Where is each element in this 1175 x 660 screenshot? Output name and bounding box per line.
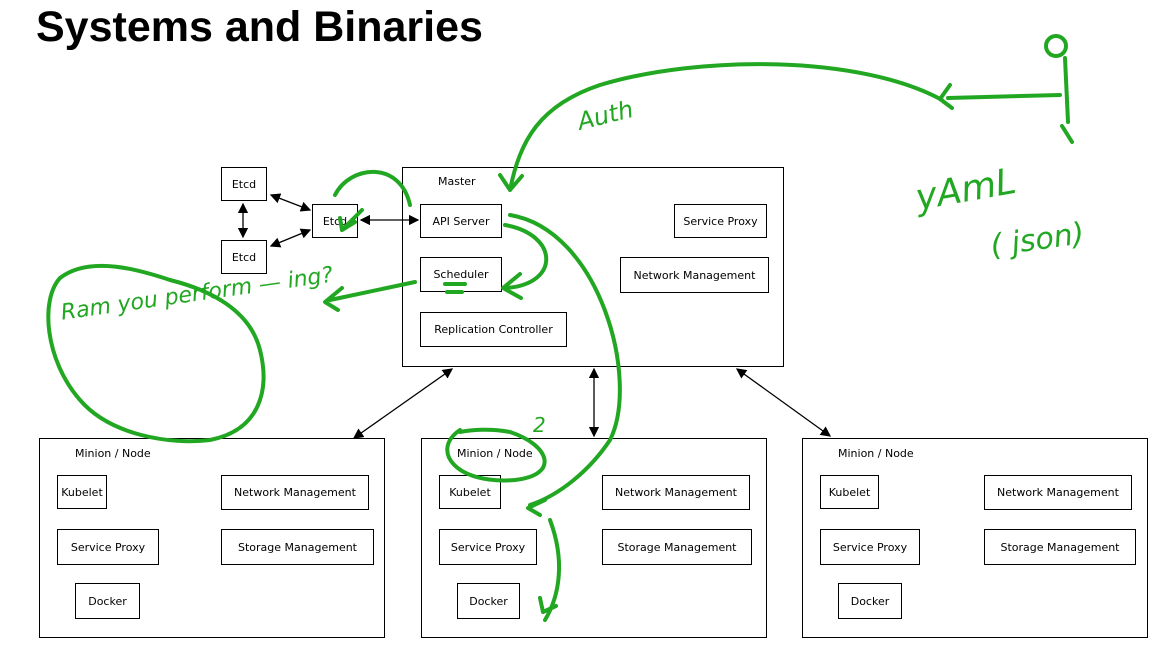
node-network-management-box[interactable]: Network Management [984, 475, 1132, 510]
node-network-management-box[interactable]: Network Management [602, 475, 750, 510]
replication-controller-box[interactable]: Replication Controller [420, 312, 567, 347]
yaml-note: yAmL [911, 161, 1019, 219]
service-proxy-label: Service Proxy [450, 540, 526, 554]
etcd-label: Etcd [231, 177, 257, 191]
kubelet-box[interactable]: Kubelet [57, 475, 107, 509]
scheduler-box[interactable]: Scheduler [420, 257, 502, 292]
node-label: Minion / Node [75, 447, 151, 460]
etcd-link [269, 228, 312, 248]
service-proxy-label: Service Proxy [832, 540, 908, 554]
storage-management-label: Storage Management [238, 540, 357, 554]
yaml-arrow [938, 83, 1062, 110]
network-management-label: Network Management [234, 486, 356, 499]
etcd-link [269, 193, 312, 212]
node-service-proxy-box[interactable]: Service Proxy [820, 529, 920, 565]
etcd-box-2[interactable]: Etcd [221, 240, 267, 274]
master-service-proxy-box[interactable]: Service Proxy [674, 204, 767, 238]
node-label-circle [445, 427, 547, 483]
docker-box[interactable]: Docker [457, 583, 520, 619]
left-pointer-arrow [323, 280, 417, 312]
user-figure-head [1044, 34, 1068, 58]
ram-note-blob [46, 263, 266, 444]
scheduler-label: Scheduler [433, 268, 489, 281]
storage-management-label: Storage Management [1000, 540, 1120, 554]
node-pull-arrow [508, 213, 622, 517]
ram-note-text: Ram you perform — ing? [59, 263, 335, 326]
docker-label: Docker [88, 594, 127, 608]
scheduler-underline [443, 282, 467, 294]
scheduler-arrow [501, 223, 549, 300]
kubelet-label: Kubelet [61, 485, 103, 499]
kubelet-box[interactable]: Kubelet [820, 475, 879, 509]
etcd-ink-hook [333, 169, 412, 207]
node-count-note: 2 [533, 413, 546, 437]
etcd-ink-arrow [338, 208, 364, 232]
storage-management-box[interactable]: Storage Management [221, 529, 374, 565]
network-management-label: Network Management [997, 486, 1119, 499]
auth-note: Auth [573, 95, 636, 136]
api-server-box[interactable]: API Server [420, 204, 502, 238]
master-network-management-box[interactable]: Network Management [620, 257, 769, 293]
api-server-label: API Server [432, 214, 490, 228]
kubelet-label: Kubelet [828, 485, 871, 499]
storage-management-box[interactable]: Storage Management [984, 529, 1136, 565]
node-service-proxy-box[interactable]: Service Proxy [439, 529, 537, 565]
network-management-label: Network Management [615, 486, 737, 499]
user-figure-body [1060, 56, 1074, 144]
master-label: Master [438, 175, 476, 188]
storage-management-box[interactable]: Storage Management [602, 529, 752, 565]
node-service-proxy-box[interactable]: Service Proxy [57, 529, 159, 565]
etcd-box-1[interactable]: Etcd [221, 167, 267, 201]
replication-controller-label: Replication Controller [434, 323, 553, 336]
storage-management-label: Storage Management [617, 540, 737, 554]
master-node3-link [735, 368, 832, 437]
service-proxy-label: Service Proxy [70, 540, 146, 554]
docker-box[interactable]: Docker [75, 583, 140, 619]
master-node1-link [352, 368, 454, 439]
etcd-label: Etcd [231, 250, 257, 264]
docker-pull-arrow [538, 518, 561, 622]
page-title: Systems and Binaries [36, 3, 483, 51]
kubelet-label: Kubelet [449, 485, 491, 499]
ram-note: Ram you perform — ing? [59, 263, 335, 326]
node-label: Minion / Node [457, 447, 533, 460]
docker-label: Docker [850, 594, 890, 608]
node-network-management-box[interactable]: Network Management [221, 475, 369, 510]
docker-box[interactable]: Docker [838, 583, 902, 619]
service-proxy-label: Service Proxy [683, 214, 758, 228]
json-note: ( json) [988, 216, 1086, 264]
node-label: Minion / Node [838, 447, 914, 460]
auth-arrow [498, 62, 944, 192]
network-management-label: Network Management [633, 268, 756, 282]
docker-label: Docker [469, 594, 508, 608]
